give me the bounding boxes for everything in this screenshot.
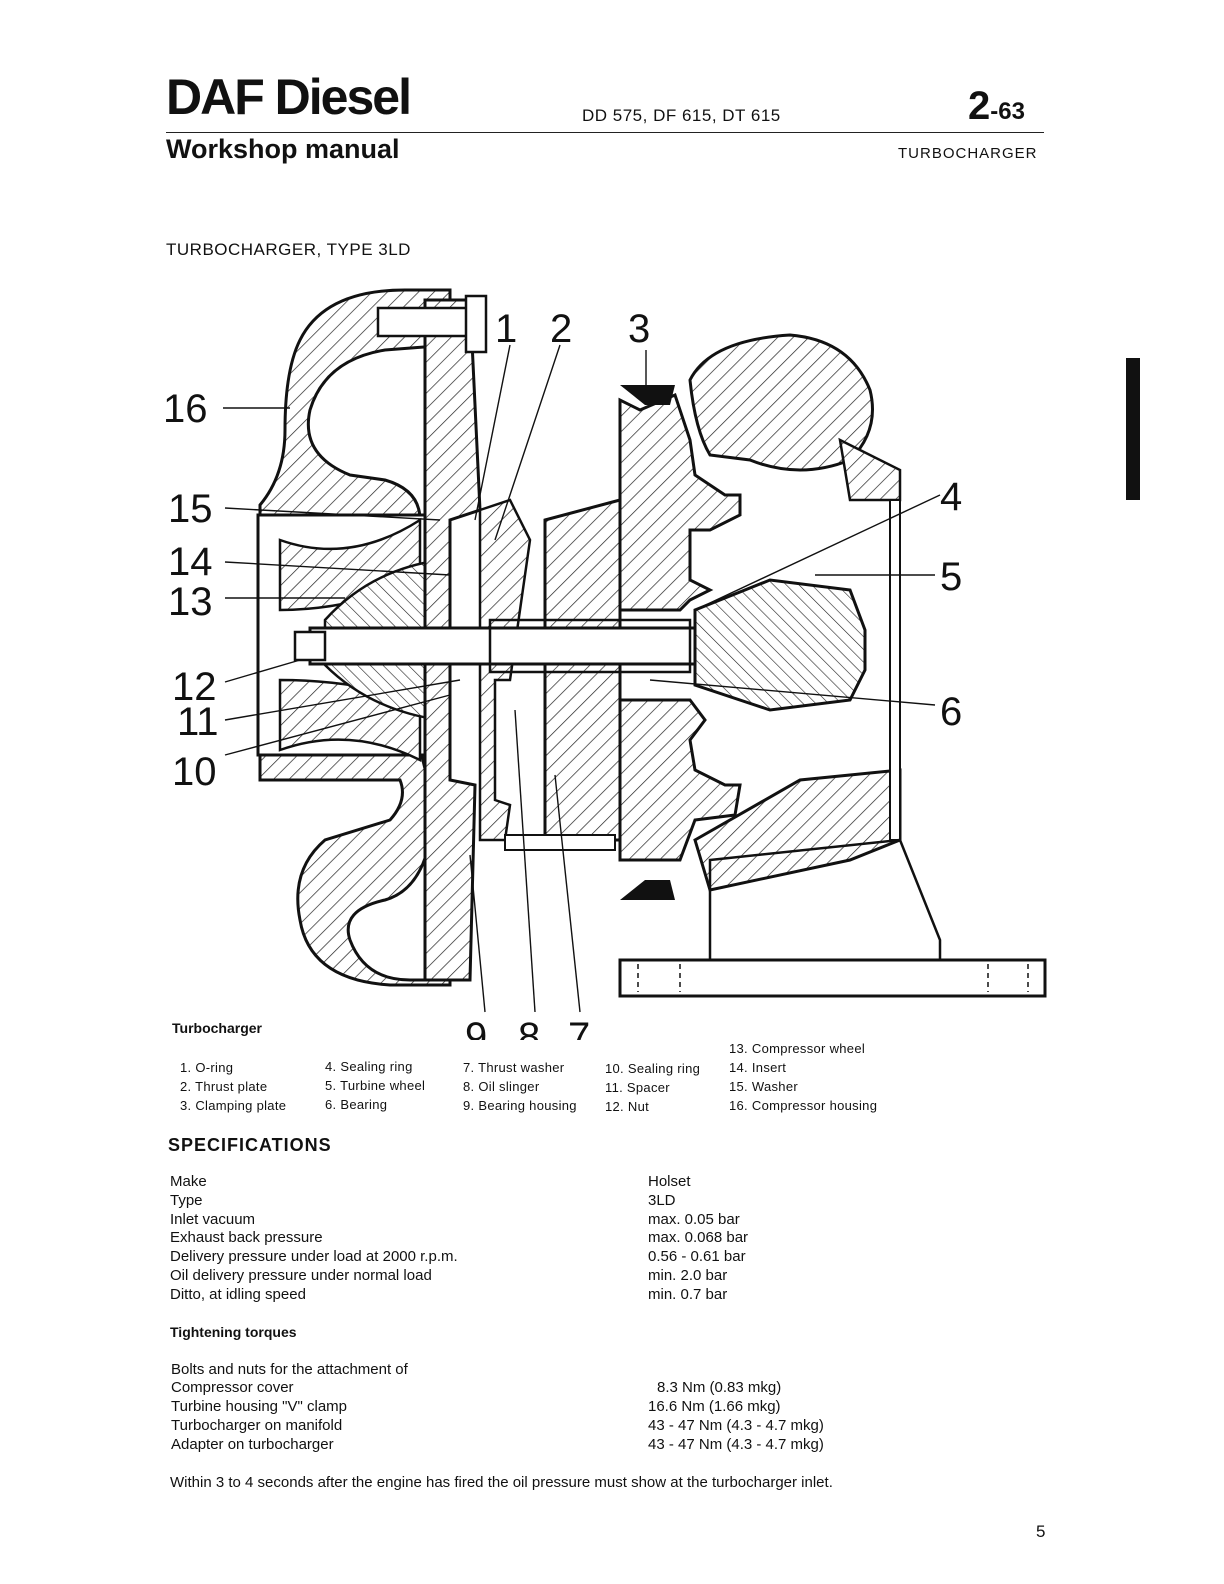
- shaft: [293, 618, 697, 674]
- torque-label: Turbocharger on manifold: [171, 1417, 343, 1434]
- callout-4: 4: [940, 475, 962, 519]
- legend-item: 9. Bearing housing: [463, 1098, 577, 1113]
- legend-item: 13. Compressor wheel: [729, 1041, 866, 1056]
- brand-title: DAF Diesel: [166, 69, 412, 125]
- torque-label: Turbine housing "V" clamp: [171, 1398, 348, 1415]
- legend-column-4: 10. Sealing ring 11. Spacer 12. Nut: [605, 1059, 700, 1116]
- header-rule: [166, 132, 1044, 133]
- legend-item: 8. Oil slinger: [463, 1079, 540, 1094]
- callout-9: 9: [465, 1015, 487, 1040]
- spec-label: Make: [170, 1173, 207, 1190]
- callout-16: 16: [163, 387, 208, 431]
- torque-value: 43 - 47 Nm (4.3 - 4.7 mkg): [648, 1436, 824, 1453]
- callout-5: 5: [940, 555, 962, 599]
- spec-value: max. 0.068 bar: [648, 1229, 749, 1246]
- torque-value: 43 - 47 Nm (4.3 - 4.7 mkg): [648, 1417, 824, 1434]
- torques-title: Tightening torques: [170, 1324, 297, 1340]
- section-name: TURBOCHARGER: [898, 145, 1038, 162]
- callout-numbers: 1 2 3 4 5 6 7 8 9 10 11 12 13 14 15 16: [163, 307, 962, 1040]
- page-number-main: 2: [968, 84, 991, 128]
- manual-subtitle: Workshop manual: [166, 134, 400, 164]
- spec-value: min. 2.0 bar: [648, 1267, 728, 1284]
- legend-item: 1. O-ring: [180, 1060, 234, 1075]
- spec-value: max. 0.05 bar: [648, 1211, 740, 1228]
- callout-2: 2: [550, 307, 572, 351]
- legend-column-3: 7. Thrust washer 8. Oil slinger 9. Beari…: [463, 1058, 577, 1115]
- legend-item: 12. Nut: [605, 1099, 650, 1114]
- turbine-housing: [618, 333, 942, 962]
- callout-15: 15: [168, 487, 213, 531]
- callout-10: 10: [172, 750, 217, 794]
- callout-14: 14: [168, 540, 213, 584]
- spec-label: Delivery pressure under load at 2000 r.p…: [170, 1248, 458, 1265]
- engine-models: DD 575, DF 615, DT 615: [582, 106, 781, 125]
- legend-column-2: 4. Sealing ring 5. Turbine wheel 6. Bear…: [325, 1057, 425, 1114]
- v-clamp-bottom: [620, 880, 675, 900]
- legend-item: 6. Bearing: [325, 1097, 388, 1112]
- spec-label: Ditto, at idling speed: [170, 1286, 306, 1303]
- specifications-title: SPECIFICATIONS: [168, 1135, 332, 1155]
- section-marker-bar: [1126, 358, 1140, 500]
- turbine-wheel: [693, 578, 867, 712]
- mounting-flange: [618, 958, 1047, 998]
- legend-item: 4. Sealing ring: [325, 1059, 413, 1074]
- figure-title: TURBOCHARGER, TYPE 3LD: [166, 240, 411, 259]
- spec-value: 3LD: [648, 1192, 676, 1209]
- spec-label: Oil delivery pressure under normal load: [170, 1267, 432, 1284]
- callout-7: 7: [568, 1015, 590, 1040]
- torques-intro: Bolts and nuts for the attachment of: [171, 1361, 408, 1378]
- spec-value: 0.56 - 0.61 bar: [648, 1248, 746, 1265]
- torque-label: Adapter on turbocharger: [171, 1436, 334, 1453]
- legend-title: Turbocharger: [172, 1020, 262, 1036]
- v-clamp-top: [620, 385, 675, 405]
- callout-12: 12: [172, 665, 217, 709]
- legend-item: 5. Turbine wheel: [325, 1078, 426, 1093]
- torque-label: Compressor cover: [171, 1379, 294, 1396]
- turbocharger-cross-section-diagram: 1 2 3 4 5 6 7 8 9 10 11 12 13 14 15 16: [163, 288, 1047, 1040]
- callout-3: 3: [628, 307, 650, 351]
- legend-item: 2. Thrust plate: [180, 1079, 268, 1094]
- housing-bolt: [376, 294, 488, 354]
- legend-item: 15. Washer: [729, 1079, 798, 1094]
- legend-column-1: 1. O-ring 2. Thrust plate 3. Clamping pl…: [180, 1058, 286, 1115]
- torque-value: 16.6 Nm (1.66 mkg): [648, 1398, 781, 1415]
- callout-1: 1: [495, 307, 517, 351]
- oil-pressure-note: Within 3 to 4 seconds after the engine h…: [170, 1474, 833, 1491]
- page-number: 2-63: [968, 86, 1025, 126]
- callout-13: 13: [168, 580, 213, 624]
- legend-item: 14. Insert: [729, 1060, 787, 1075]
- legend-item: 16. Compressor housing: [729, 1098, 878, 1113]
- leader-lines: [223, 344, 941, 1013]
- spec-label: Type: [170, 1192, 203, 1209]
- footer-page-number: 5: [1036, 1522, 1046, 1541]
- legend-item: 3. Clamping plate: [180, 1098, 287, 1113]
- spec-label: Exhaust back pressure: [170, 1229, 323, 1246]
- spec-value: min. 0.7 bar: [648, 1286, 728, 1303]
- torque-value: 8.3 Nm (0.83 mkg): [657, 1379, 782, 1396]
- callout-11: 11: [177, 700, 219, 744]
- legend-column-5: 13. Compressor wheel 14. Insert 15. Wash…: [729, 1039, 877, 1115]
- legend-item: 10. Sealing ring: [605, 1061, 701, 1076]
- spec-value: Holset: [648, 1173, 691, 1190]
- legend-item: 11. Spacer: [605, 1080, 670, 1095]
- callout-6: 6: [940, 690, 962, 734]
- legend-item: 7. Thrust washer: [463, 1060, 565, 1075]
- spec-label: Inlet vacuum: [170, 1211, 256, 1228]
- callout-8: 8: [518, 1015, 540, 1040]
- page-number-suffix: -63: [990, 98, 1025, 125]
